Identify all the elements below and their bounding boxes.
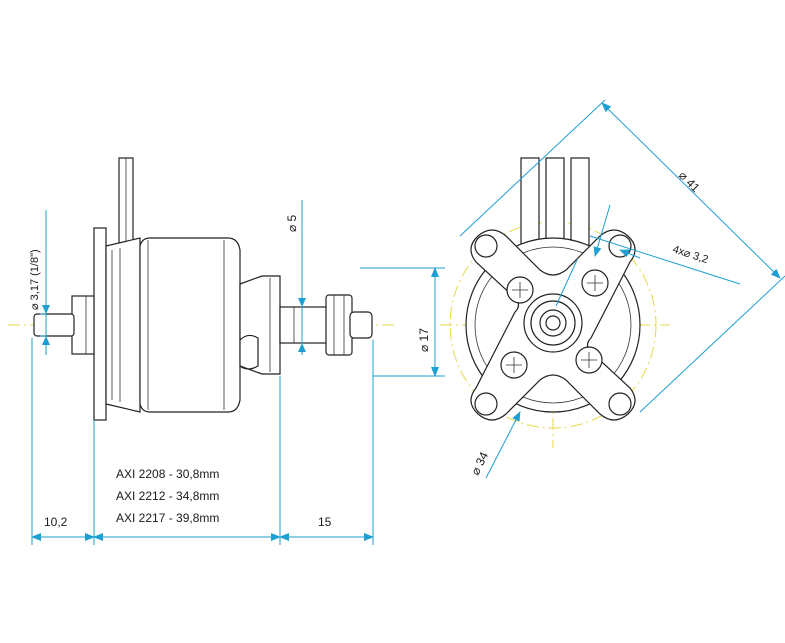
front-shaft: [279, 294, 373, 356]
side-view: [33, 157, 373, 421]
rear-shaft: [33, 295, 95, 355]
dimension-lines: [31, 99, 785, 545]
mount-screws: [500, 269, 609, 379]
motor-bell: [139, 237, 241, 413]
front-view: [465, 157, 641, 421]
shaft-length-label: 15: [318, 515, 332, 529]
prop-thread-label: ⌀ 5: [285, 214, 299, 232]
mount-holes-label: 4x⌀ 3,2: [671, 243, 710, 266]
wire-leads-front: [520, 157, 590, 251]
front-adapter: [239, 275, 281, 375]
variant-2217: AXI 2217 - 39,8mm: [116, 511, 219, 525]
bolt-circle-label: ⌀ 34: [468, 449, 491, 477]
shaft-diameter-label: ⌀ 3,17 (1/8"): [29, 249, 41, 310]
variant-2212: AXI 2212 - 34,8mm: [116, 489, 219, 503]
wire-leads-side: [118, 157, 134, 254]
prop-mount-diameter-label: ⌀ 17: [417, 328, 431, 352]
front-offset-label: 10,2: [44, 515, 68, 529]
variant-2208: AXI 2208 - 30,8mm: [116, 467, 219, 481]
variant-length-list: AXI 2208 - 30,8mm AXI 2212 - 34,8mm AXI …: [116, 467, 219, 525]
central-hub: [523, 293, 583, 353]
mounting-plate-side: [93, 227, 141, 421]
outer-diameter-label: ⌀ 41: [676, 168, 703, 195]
